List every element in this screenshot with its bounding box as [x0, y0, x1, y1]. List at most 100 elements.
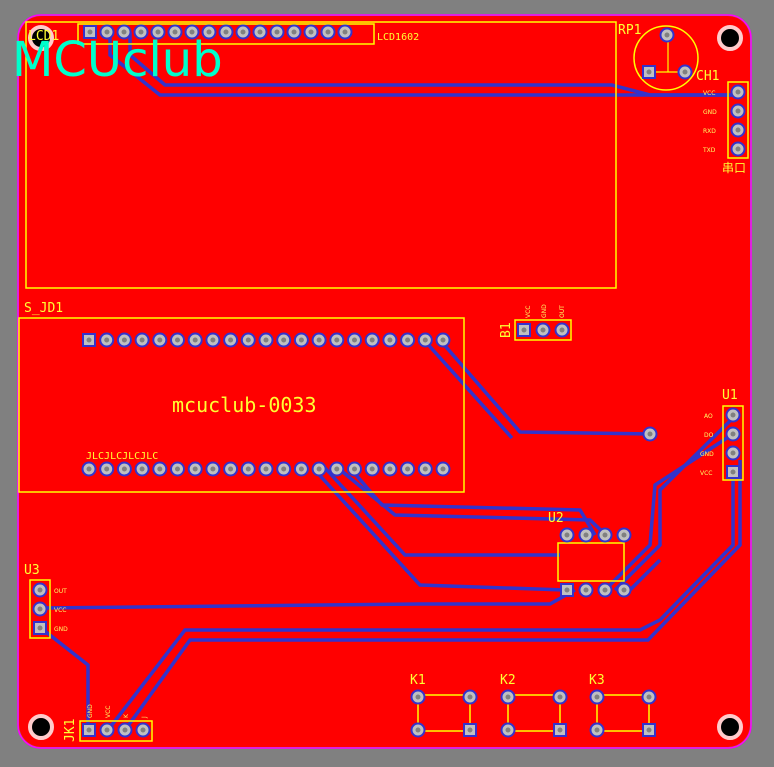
u3-pad-hole [37, 606, 43, 612]
b1-pin-label-1: VCC [525, 306, 532, 318]
jk1-pad-hole [86, 727, 92, 733]
lcd-pad-hole [240, 29, 246, 35]
ch1-pad-hole [735, 89, 741, 95]
u1-designator: U1 [722, 388, 738, 403]
rp1-pad-hole [646, 69, 652, 75]
key-pad-hole [594, 694, 600, 700]
sjd1-bottom-pad-hole [192, 466, 198, 472]
sjd1-top-pad-hole [316, 337, 322, 343]
sjd1-bottom-pad-hole [352, 466, 357, 472]
u1-pad-hole [730, 450, 736, 456]
sjd1-bottom-pad-hole [157, 466, 163, 472]
u3-pin-label-2: VCC [54, 607, 66, 614]
logo-text: MCUclub [12, 32, 223, 88]
ch1-pad-hole [735, 146, 741, 152]
sjd1-bottom-pad-hole [440, 466, 446, 472]
sjd1-top-pad-hole [263, 337, 269, 343]
sjd1-top-pad-hole [405, 337, 411, 343]
ch1-designator: CH1 [696, 69, 719, 84]
sjd1-bottom-pad-hole [334, 466, 340, 472]
sjd1-bottom-pad-hole [387, 466, 393, 472]
key-pad-hole [415, 694, 421, 700]
sjd1-top-pad-hole [369, 337, 375, 343]
u2-pad-hole [602, 532, 608, 538]
b1-pad-hole [559, 327, 565, 333]
lcd-pad-hole [223, 29, 229, 35]
board-copper [19, 16, 750, 747]
lcd-outline [25, 21, 617, 289]
rp1-outline [633, 25, 699, 91]
u2-pad-hole [583, 587, 589, 593]
sjd1-top-pad-hole [440, 337, 446, 343]
sjd1-top-pad-hole [334, 337, 340, 343]
lcd-pad-hole [155, 29, 161, 35]
sjd1-top-pad-hole [192, 337, 198, 343]
sjd1-top-pad-hole [157, 337, 163, 343]
ch1-pin-label-1: VCC [703, 90, 715, 97]
center-label: mcuclub-0033 [172, 393, 317, 417]
sjd1-bottom-pad-hole [228, 466, 234, 472]
ch1-value: 串口 [722, 161, 746, 175]
ch1-pad-hole [735, 127, 741, 133]
u3-pin-label-1: OUT [54, 588, 67, 595]
ch1-pin-label-2: GND [703, 109, 717, 116]
sjd1-top-pad-hole [298, 337, 304, 343]
jk1-pad-hole [140, 727, 146, 733]
u3-outline [29, 579, 51, 639]
sjd1-bottom-pad-hole [298, 466, 304, 472]
lcd-pad-hole [87, 29, 93, 35]
u1-pin-label-4: VCC [700, 470, 712, 477]
rp1-pad-hole [664, 32, 670, 38]
sjd1-top-pad-hole [281, 337, 287, 343]
ch1-outline [727, 81, 749, 159]
rp1-pad-hole [682, 69, 688, 75]
sjd1-bottom-pad-hole [281, 466, 287, 472]
sjd1-bottom-pad-hole [210, 466, 216, 472]
lcd-pad-hole [172, 29, 178, 35]
lcd-pad-hole [189, 29, 195, 35]
sjd1-top-pad-hole [121, 337, 127, 343]
jk1-designator: JK1 [63, 719, 78, 742]
key-pad-hole [557, 694, 563, 700]
u1-pad-hole [730, 412, 736, 418]
u1-pad-hole [730, 431, 736, 437]
sjd1-bottom-pad-hole [121, 466, 127, 472]
u3-pad-hole [37, 625, 43, 631]
sjd1-top-pad-hole [245, 337, 251, 343]
key-pad-hole [646, 727, 652, 733]
b1-pin-label-3: OUT [559, 305, 566, 318]
sjd1-top-pad-hole [86, 337, 92, 343]
sjd1-bottom-pad-hole [175, 466, 180, 472]
k1-outline [417, 694, 471, 732]
sjd1-top-pad-hole [228, 337, 234, 343]
key-pad-hole [467, 694, 473, 700]
u2-pad-hole [583, 532, 589, 538]
sjd1-top-pad-hole [387, 337, 393, 343]
k3-outline [596, 694, 650, 732]
jk1-pad-hole [122, 727, 128, 733]
pads [32, 24, 746, 738]
lcd-pad-hole [325, 29, 331, 35]
sjd1-bottom-pad-hole [86, 466, 92, 472]
b1-pad-hole [540, 327, 546, 333]
key-pad-hole [505, 694, 511, 700]
u1-pin-label-1: AO [704, 413, 713, 420]
key-pad-hole [415, 727, 421, 733]
sjd1-designator: S_JD1 [24, 301, 63, 316]
key-pad-hole [557, 727, 563, 733]
ch1-pad-hole [735, 108, 741, 114]
board-outline [17, 14, 752, 749]
key-pad-hole [594, 727, 600, 733]
sjd1-bottom-pad-hole [104, 466, 110, 472]
u2-pad-hole [621, 532, 627, 538]
u3-pin-label-3: GND [54, 626, 68, 633]
lcd-designator: LCD1 [28, 29, 59, 44]
k1-designator: K1 [410, 673, 426, 688]
u2-pad-hole [621, 587, 627, 593]
b1-pad-hole [521, 327, 527, 333]
jk1-pin-label-2: VCC [105, 706, 112, 718]
b1-outline [514, 319, 572, 341]
sjd1-top-pad-hole [139, 337, 145, 343]
u2-pad-hole [564, 587, 570, 593]
